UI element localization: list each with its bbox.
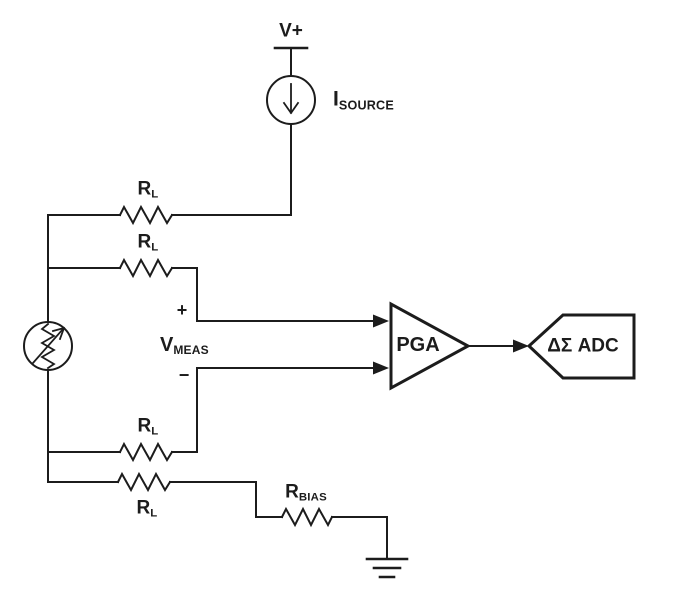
rbias-label: RBIAS <box>285 481 327 504</box>
current-source-label: ISOURCE <box>333 87 394 113</box>
resistor-rl2-symbol <box>118 257 174 279</box>
pga-label: PGA <box>396 334 440 356</box>
wire-rl1 <box>47 123 292 323</box>
supply-terminal-symbol <box>273 46 309 77</box>
adc-block-symbol <box>526 313 636 380</box>
rtd-sensor-symbol <box>23 321 73 483</box>
rl3-label-sub: L <box>151 425 159 438</box>
resistor-rbias-symbol <box>280 506 334 528</box>
rl3-label-main: R <box>137 415 152 437</box>
rl4-label-sub: L <box>150 507 158 520</box>
vmeas-minus-label: − <box>178 365 190 385</box>
wire-pga-output <box>467 339 529 353</box>
current-source-symbol <box>266 75 316 125</box>
arrowhead-plus-input <box>373 314 389 328</box>
rl3-label: RL <box>137 415 159 438</box>
rl4-label: RL <box>136 497 158 520</box>
resistor-rl1-symbol <box>118 204 174 226</box>
current-source-label-sub: SOURCE <box>338 98 394 113</box>
vmeas-label-sub: MEAS <box>173 343 209 358</box>
rl4-label-main: R <box>136 497 151 519</box>
rl2-label-sub: L <box>151 241 159 254</box>
pga-amplifier-symbol <box>389 301 472 391</box>
wire-rl3-minus-input <box>47 361 389 463</box>
vmeas-label: VMEAS <box>160 334 209 358</box>
rl2-label-main: R <box>137 231 152 253</box>
current-source-label-main: I <box>333 87 339 111</box>
supply-label: V+ <box>279 20 303 42</box>
vmeas-label-main: V <box>160 334 174 356</box>
rbias-label-sub: BIAS <box>298 491 327 504</box>
wire-rl2-plus-input <box>47 257 389 328</box>
resistor-rl4-symbol <box>116 471 172 493</box>
wire-rl4-rbias-ground <box>47 471 388 559</box>
ground-symbol <box>365 557 409 579</box>
rbias-label-main: R <box>285 481 299 503</box>
resistor-rl3-symbol <box>118 441 174 463</box>
arrowhead-adc-input <box>513 339 529 353</box>
vmeas-plus-label: + <box>176 300 188 320</box>
adc-label: ΔΣ ADC <box>547 335 619 357</box>
rl1-label-sub: L <box>151 188 159 201</box>
arrowhead-minus-input <box>373 361 389 375</box>
rl1-label: RL <box>137 178 159 201</box>
rl2-label: RL <box>137 231 159 254</box>
rl1-label-main: R <box>137 178 152 200</box>
